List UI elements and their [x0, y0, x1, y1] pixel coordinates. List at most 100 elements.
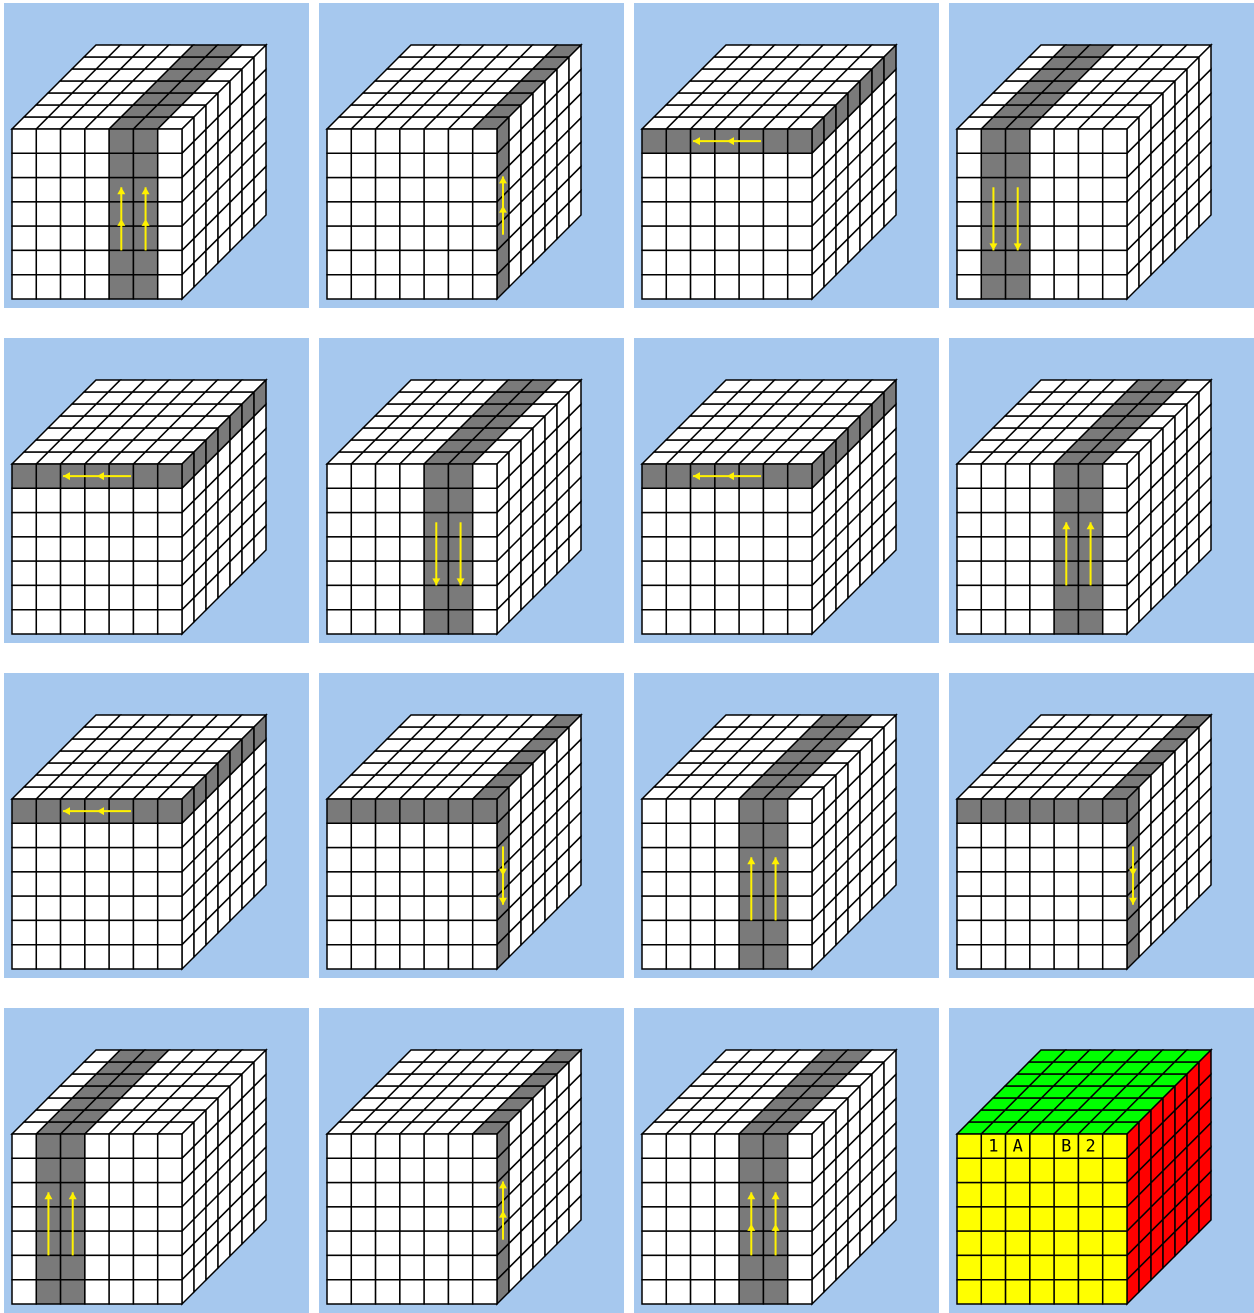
front-sticker [12, 585, 36, 609]
front-sticker [400, 226, 424, 250]
front-sticker [12, 1207, 36, 1231]
front-sticker [473, 945, 497, 969]
front-sticker [448, 1134, 472, 1158]
front-sticker [1030, 920, 1054, 944]
front-sticker [1030, 896, 1054, 920]
front-sticker [788, 896, 812, 920]
front-sticker [158, 464, 182, 488]
front-sticker [424, 872, 448, 896]
front-sticker [36, 1280, 60, 1304]
move-step-panel [949, 673, 1254, 978]
front-sticker [327, 1280, 351, 1304]
front-sticker [351, 537, 375, 561]
front-sticker [1006, 920, 1030, 944]
front-sticker [1054, 945, 1078, 969]
front-sticker [1054, 1280, 1078, 1304]
front-sticker [739, 250, 763, 274]
front-sticker [957, 920, 981, 944]
front-sticker [158, 1183, 182, 1207]
front-sticker [36, 153, 60, 177]
front-sticker [473, 178, 497, 202]
front-sticker [957, 153, 981, 177]
front-sticker [691, 1231, 715, 1255]
front-sticker [1030, 537, 1054, 561]
front-sticker [448, 945, 472, 969]
front-sticker [1054, 226, 1078, 250]
front-sticker [1030, 129, 1054, 153]
front-sticker [448, 823, 472, 847]
front-sticker [400, 872, 424, 896]
front-sticker [424, 610, 448, 634]
front-sticker [61, 226, 85, 250]
front-sticker [158, 250, 182, 274]
front-sticker [424, 1255, 448, 1279]
front-sticker [158, 153, 182, 177]
front-sticker [12, 799, 36, 823]
front-sticker [642, 275, 666, 299]
front-sticker [666, 610, 690, 634]
front-sticker [1103, 153, 1127, 177]
front-sticker [61, 129, 85, 153]
front-sticker [957, 250, 981, 274]
front-sticker [981, 1255, 1005, 1279]
front-sticker [715, 823, 739, 847]
front-sticker [61, 848, 85, 872]
front-sticker [85, 1280, 109, 1304]
front-sticker [473, 848, 497, 872]
front-sticker [788, 537, 812, 561]
front-sticker [424, 585, 448, 609]
front-sticker [1054, 275, 1078, 299]
front-sticker [1006, 945, 1030, 969]
front-sticker [85, 129, 109, 153]
front-sticker [376, 1280, 400, 1304]
front-sticker [109, 488, 133, 512]
front-sticker [109, 1255, 133, 1279]
front-sticker [376, 561, 400, 585]
front-sticker [158, 872, 182, 896]
front-sticker [61, 202, 85, 226]
front-sticker [448, 226, 472, 250]
front-sticker [109, 896, 133, 920]
front-sticker [981, 1280, 1005, 1304]
front-sticker [1006, 153, 1030, 177]
front-sticker [957, 226, 981, 250]
front-sticker [448, 799, 472, 823]
front-sticker [981, 488, 1005, 512]
front-sticker [715, 872, 739, 896]
front-sticker [715, 610, 739, 634]
front-sticker [1006, 848, 1030, 872]
front-sticker [400, 610, 424, 634]
move-step-panel [4, 673, 309, 978]
front-sticker [351, 1255, 375, 1279]
front-sticker [1030, 1231, 1054, 1255]
front-sticker [715, 153, 739, 177]
front-sticker [400, 153, 424, 177]
front-sticker [642, 226, 666, 250]
front-sticker [61, 488, 85, 512]
front-sticker [473, 585, 497, 609]
front-sticker [424, 1207, 448, 1231]
front-sticker [158, 226, 182, 250]
front-sticker [1006, 610, 1030, 634]
front-sticker [85, 226, 109, 250]
front-sticker [351, 585, 375, 609]
front-sticker [715, 202, 739, 226]
front-sticker [1103, 585, 1127, 609]
front-sticker [158, 1255, 182, 1279]
front-sticker [473, 275, 497, 299]
front-sticker [327, 585, 351, 609]
front-sticker [133, 1134, 157, 1158]
front-sticker [158, 488, 182, 512]
front-sticker [666, 513, 690, 537]
front-sticker [400, 1134, 424, 1158]
front-sticker [133, 1158, 157, 1182]
move-step-panel [949, 338, 1254, 643]
front-sticker [327, 129, 351, 153]
front-sticker [788, 1231, 812, 1255]
front-sticker [1103, 1134, 1127, 1158]
front-sticker [12, 896, 36, 920]
front-sticker [327, 945, 351, 969]
front-sticker [1054, 464, 1078, 488]
front-sticker [133, 1183, 157, 1207]
front-sticker [158, 1134, 182, 1158]
